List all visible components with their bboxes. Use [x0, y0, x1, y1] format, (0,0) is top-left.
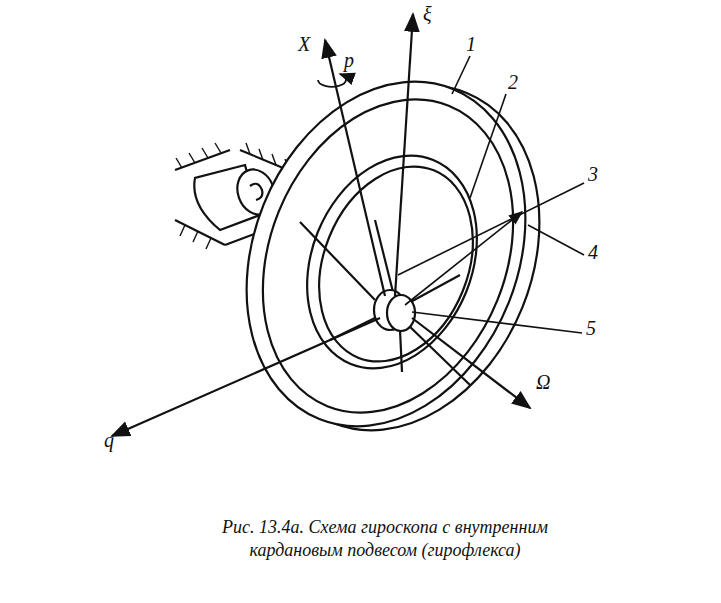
callout-number: 5	[586, 318, 596, 338]
axis-label: Ω	[536, 372, 550, 392]
figure-caption: Рис. 13.4а. Схема гироскопа с внутренним…	[190, 516, 580, 561]
axis-label: p	[344, 50, 354, 70]
axis-label: X	[298, 34, 310, 54]
callout-number: 1	[466, 34, 476, 54]
callout-number: 2	[508, 72, 518, 92]
callout-number: 4	[588, 242, 598, 262]
callout-number: 3	[588, 164, 598, 184]
axis-label: q	[104, 430, 114, 450]
axis-label: ξ	[423, 4, 432, 24]
